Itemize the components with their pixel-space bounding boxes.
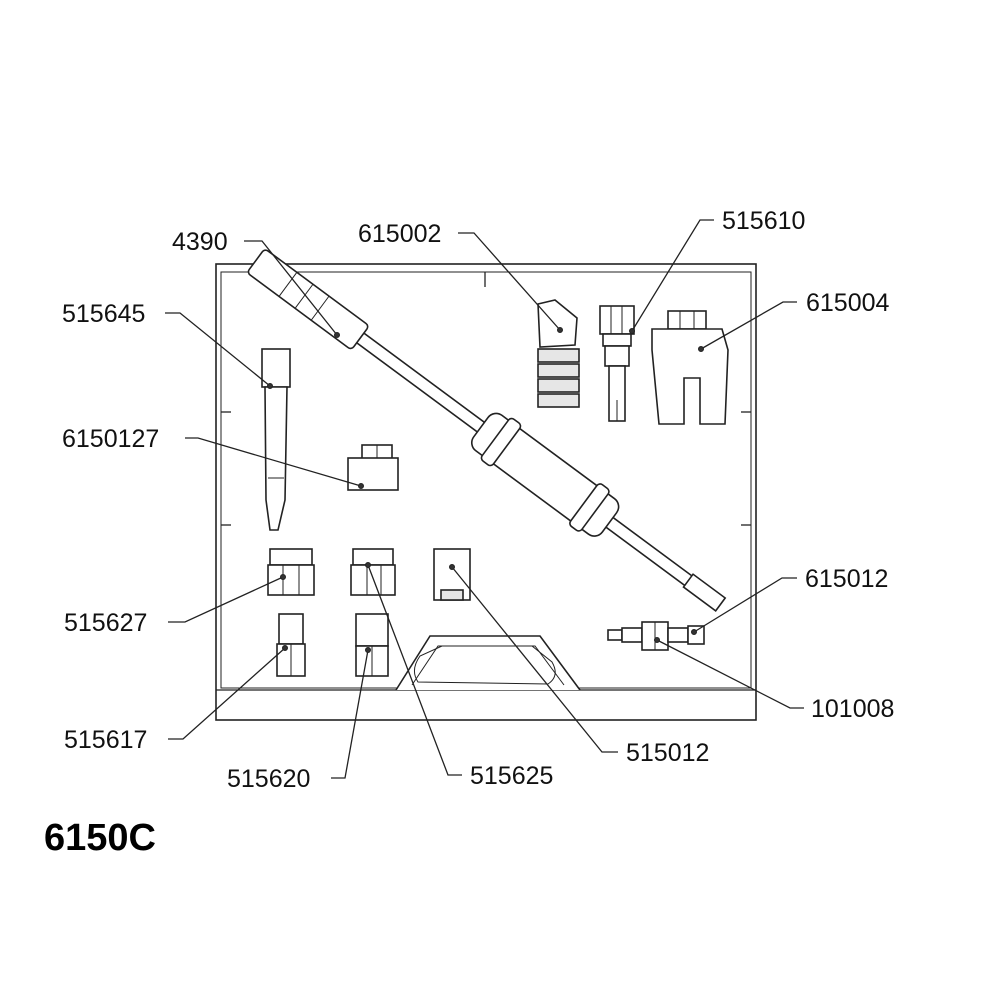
part-515617 (276, 613, 306, 677)
part-515627 (267, 548, 315, 596)
part-615002 (537, 299, 580, 408)
part-515610 (599, 305, 635, 422)
callout-515012: 515012 (626, 739, 709, 767)
callout-6150127: 6150127 (62, 425, 159, 453)
callout-101008: 101008 (811, 695, 894, 723)
leader-615004 (700, 301, 797, 350)
leader-515620 (331, 649, 369, 779)
leader-515012 (451, 566, 618, 753)
callout-615002: 615002 (358, 220, 441, 248)
callout-labels: 4390 615002 515610 515645 615004 6150127… (62, 207, 894, 793)
leader-515617 (168, 647, 286, 740)
leader-515625 (367, 564, 462, 776)
callout-515610: 515610 (722, 207, 805, 235)
part-515012 (433, 548, 471, 601)
callout-615004: 615004 (806, 289, 890, 317)
callout-515645: 515645 (62, 300, 145, 328)
leader-615012 (693, 577, 797, 633)
part-615012-101008 (607, 621, 705, 651)
leader-lines (165, 219, 804, 779)
callout-515625: 515625 (470, 762, 553, 790)
leader-4390 (244, 240, 338, 336)
part-515625 (350, 548, 396, 596)
leader-arrowheads (267, 327, 704, 653)
handle-recess-outer (395, 635, 581, 691)
callout-515617: 515617 (64, 726, 147, 754)
part-615004 (651, 310, 729, 425)
callout-4390: 4390 (172, 228, 228, 256)
part-515620 (355, 613, 389, 677)
hammer-tip (682, 573, 727, 612)
callout-515627: 515627 (64, 609, 147, 637)
leader-615002 (458, 232, 561, 331)
leader-515627 (168, 576, 284, 623)
leader-6150127 (185, 437, 362, 487)
leader-101008 (656, 639, 804, 709)
kit-model-number: 6150C (44, 817, 156, 859)
handle-grip (414, 645, 556, 685)
part-515645 (261, 348, 291, 531)
callout-515620: 515620 (227, 765, 310, 793)
slide-hammer-4390 (247, 249, 727, 612)
callout-615012: 615012 (805, 565, 888, 593)
leader-515610 (631, 219, 714, 332)
leader-515645 (165, 312, 271, 387)
